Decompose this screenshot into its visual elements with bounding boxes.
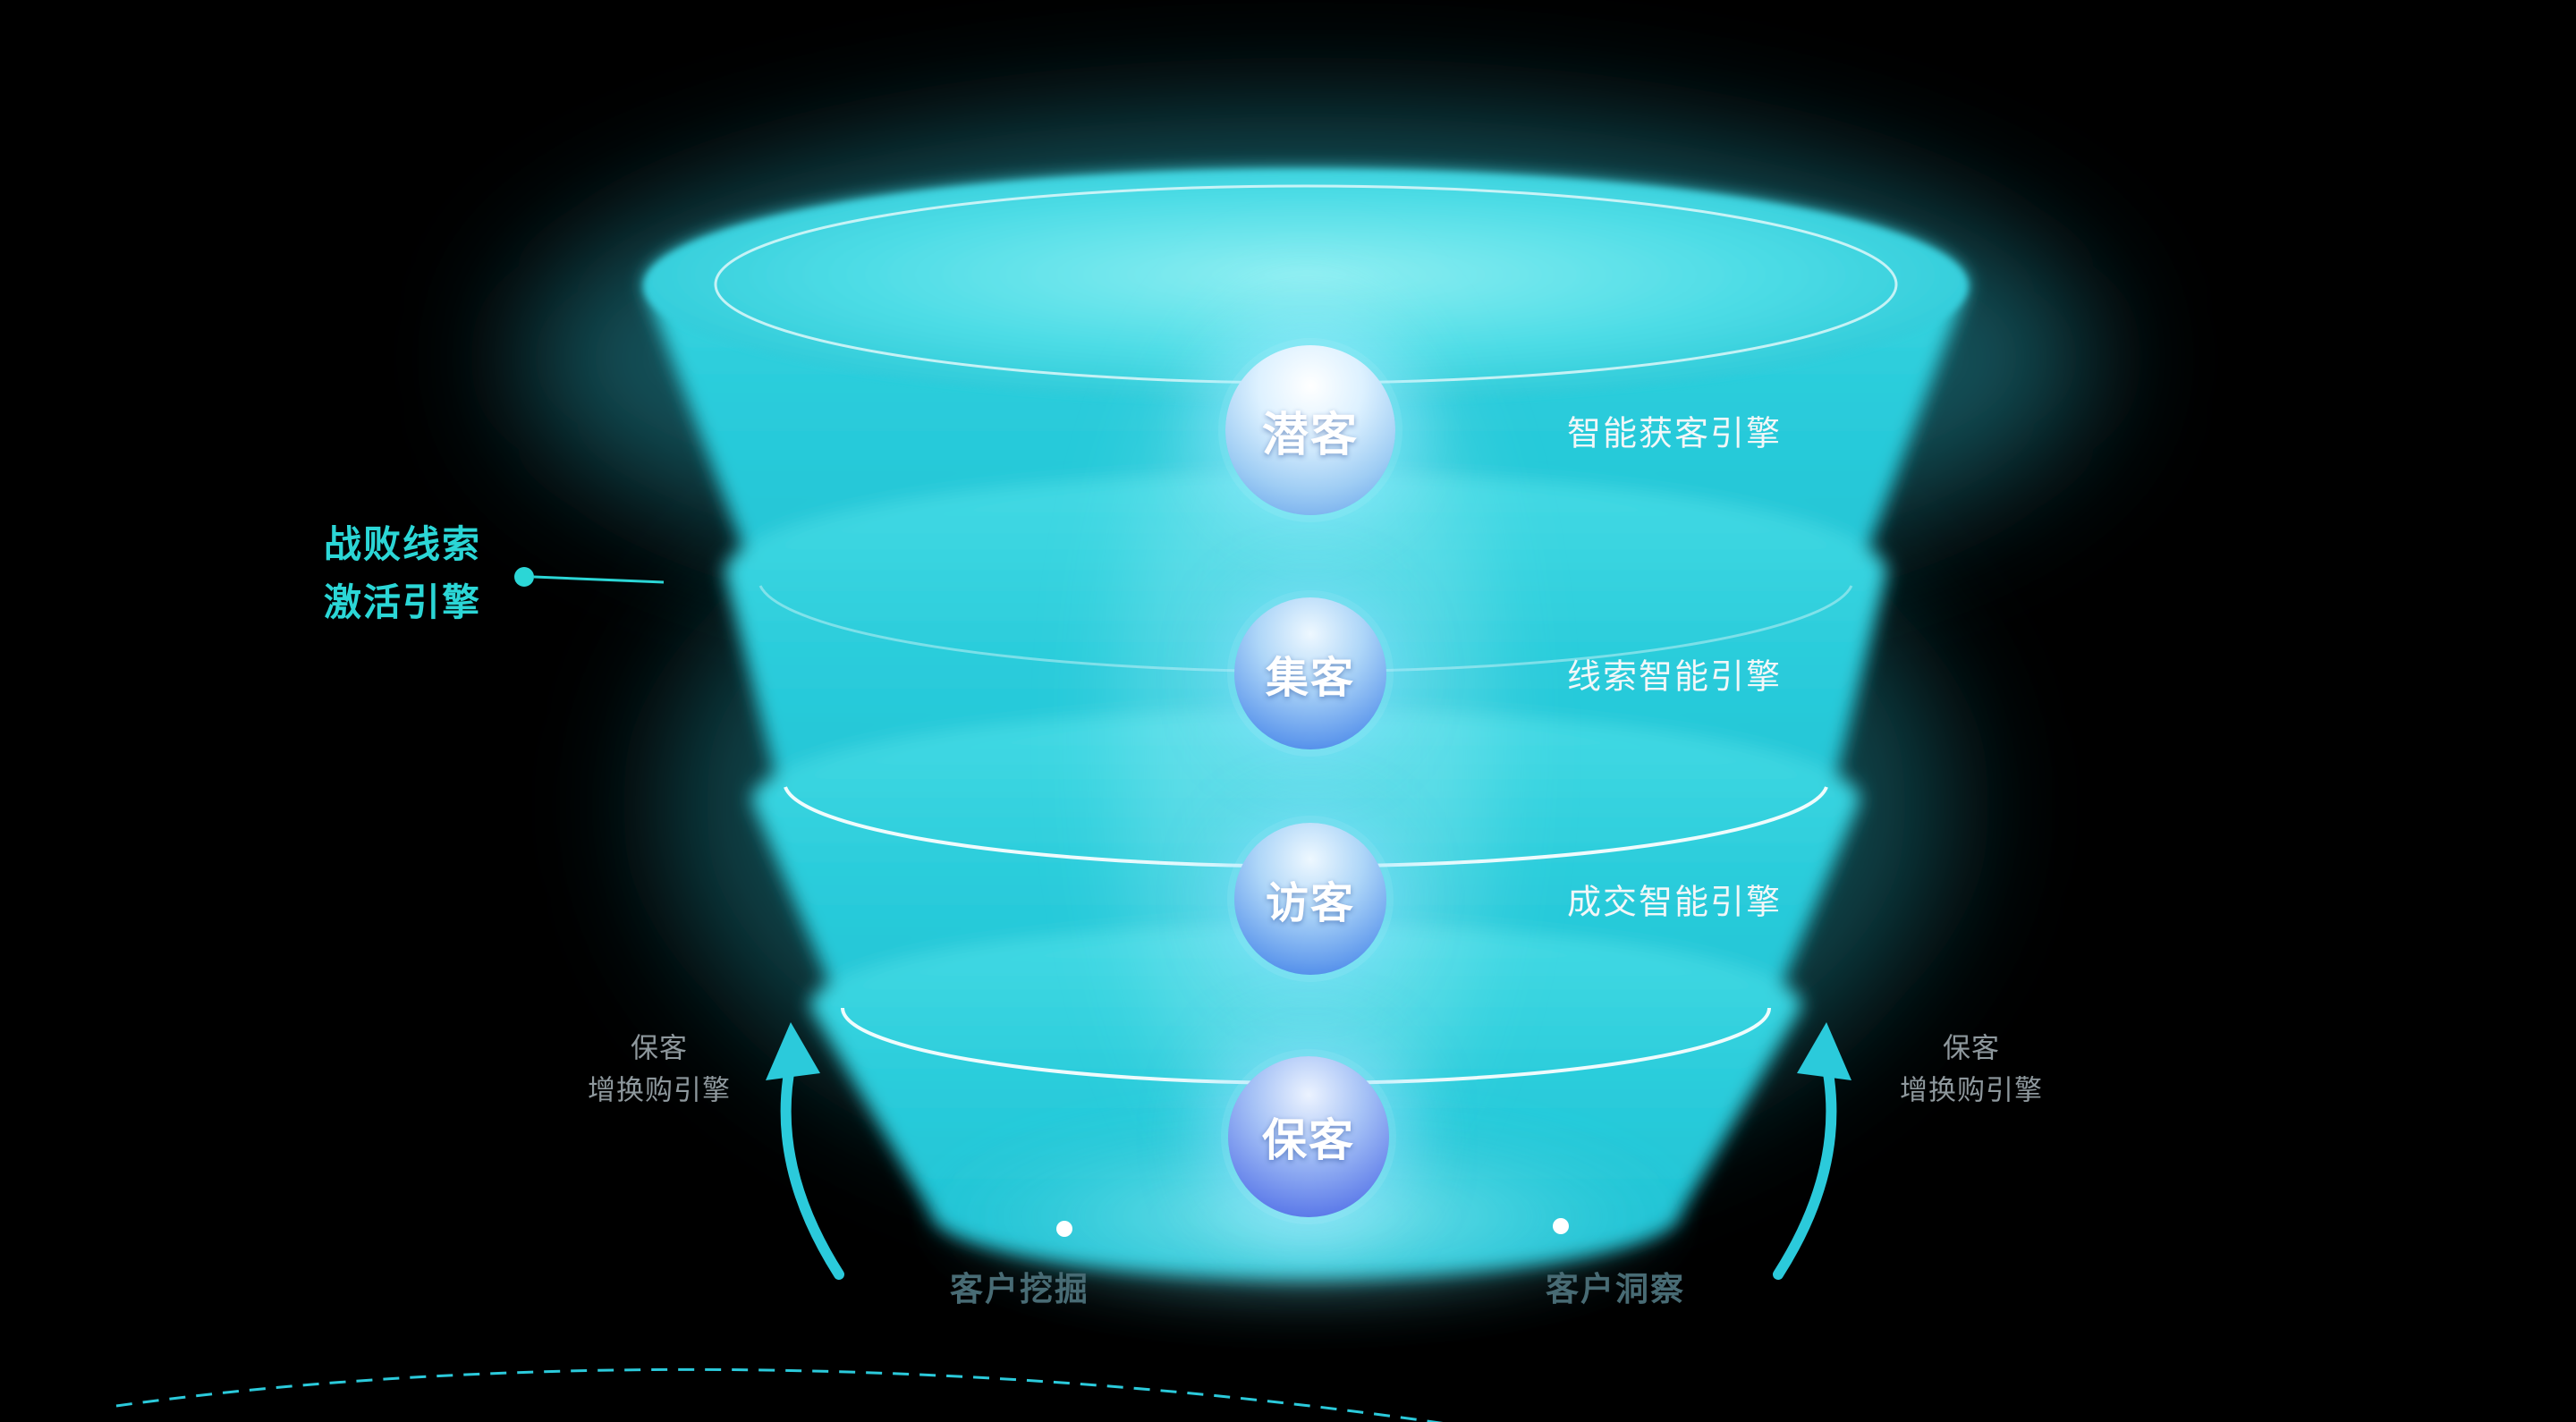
- stage-badge-retained: 保客: [1228, 1056, 1389, 1217]
- right-retention-label: 保客 增换购引擎: [1900, 1028, 2043, 1112]
- callout-line-2: 激活引擎: [323, 581, 482, 623]
- dashed-base-arc: [115, 1367, 1444, 1422]
- retention-line-1: 保客: [631, 1032, 688, 1064]
- callout-dot-icon: [514, 567, 534, 587]
- stage-badge-visitors: 访客: [1234, 823, 1386, 975]
- stage-badge-label: 保客: [1262, 1115, 1355, 1165]
- stage-badge-label: 潜客: [1261, 409, 1359, 461]
- stage-badge-label: 集客: [1265, 655, 1355, 702]
- insight-dot-icon: [1553, 1218, 1569, 1234]
- engine-label-deal-intelligence: 成交智能引擎: [1567, 884, 1783, 922]
- engine-label-lead-intelligence: 线索智能引擎: [1567, 658, 1783, 697]
- retention-line-1: 保客: [1943, 1032, 2000, 1064]
- left-retention-label: 保客 增换购引擎: [588, 1028, 731, 1112]
- retention-line-2: 增换购引擎: [1900, 1074, 2043, 1105]
- callout-connector: [514, 567, 665, 587]
- stage-badge-prospects: 潜客: [1225, 345, 1395, 515]
- right-up-arrow-icon: [1773, 1022, 1852, 1280]
- customer-insight-label: 客户洞察: [1546, 1271, 1685, 1308]
- defeated-leads-callout: 战败线索 激活引擎: [324, 515, 481, 631]
- mining-dot-icon: [1056, 1221, 1072, 1237]
- callout-line-1: 战败线索: [323, 522, 482, 565]
- stage-badge-label: 访客: [1265, 880, 1355, 927]
- stage-badge-leads: 集客: [1234, 597, 1386, 749]
- left-up-arrow-icon: [766, 1022, 844, 1280]
- retention-line-2: 增换购引擎: [588, 1074, 731, 1105]
- customer-mining-label: 客户挖掘: [950, 1271, 1089, 1308]
- engine-label-acquisition: 智能获客引擎: [1567, 415, 1783, 453]
